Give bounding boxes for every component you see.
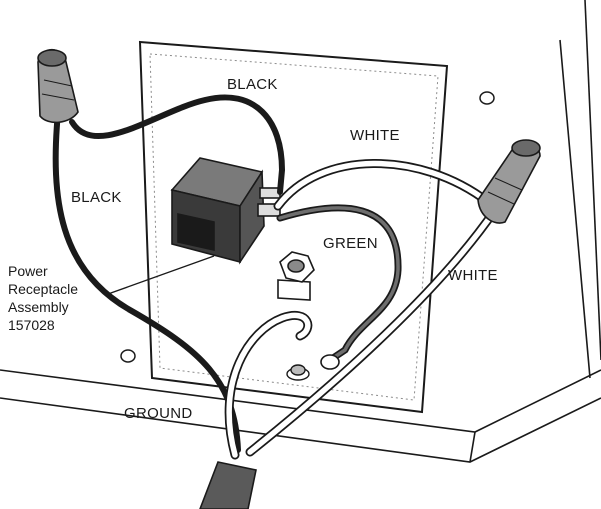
label-white-top: WHITE (350, 127, 400, 144)
label-white-right: WHITE (448, 267, 498, 284)
label-ground: GROUND (124, 405, 193, 422)
wire-nut-right (477, 139, 541, 224)
power-receptacle (170, 157, 281, 265)
green-wire-core (278, 206, 400, 362)
screw-hole-bottom-left (120, 349, 136, 363)
ring-terminal (320, 354, 340, 370)
label-black-top: BLACK (227, 76, 278, 93)
callout-receptacle: Power Receptacle Assembly 157028 (8, 262, 78, 334)
cabinet-outline (0, 0, 601, 463)
white-wire-loop (224, 311, 313, 460)
callout-line-2: Receptacle (8, 281, 79, 297)
screw-hole-top-right (479, 91, 495, 105)
white-wire-right (245, 205, 500, 457)
ground-screw (286, 364, 310, 381)
callout-leader (107, 255, 215, 295)
ground-nut (277, 251, 315, 301)
label-black-left: BLACK (71, 189, 122, 206)
power-cord (199, 461, 257, 509)
wire-nut-left (37, 48, 79, 124)
callout-part-number: 157028 (8, 317, 55, 333)
label-green: GREEN (323, 235, 378, 252)
callout-line-1: Power (8, 263, 48, 279)
callout-line-3: Assembly (8, 299, 69, 315)
black-wire-left (52, 109, 241, 453)
black-wire-top (69, 94, 286, 195)
white-wire-top (273, 159, 493, 211)
